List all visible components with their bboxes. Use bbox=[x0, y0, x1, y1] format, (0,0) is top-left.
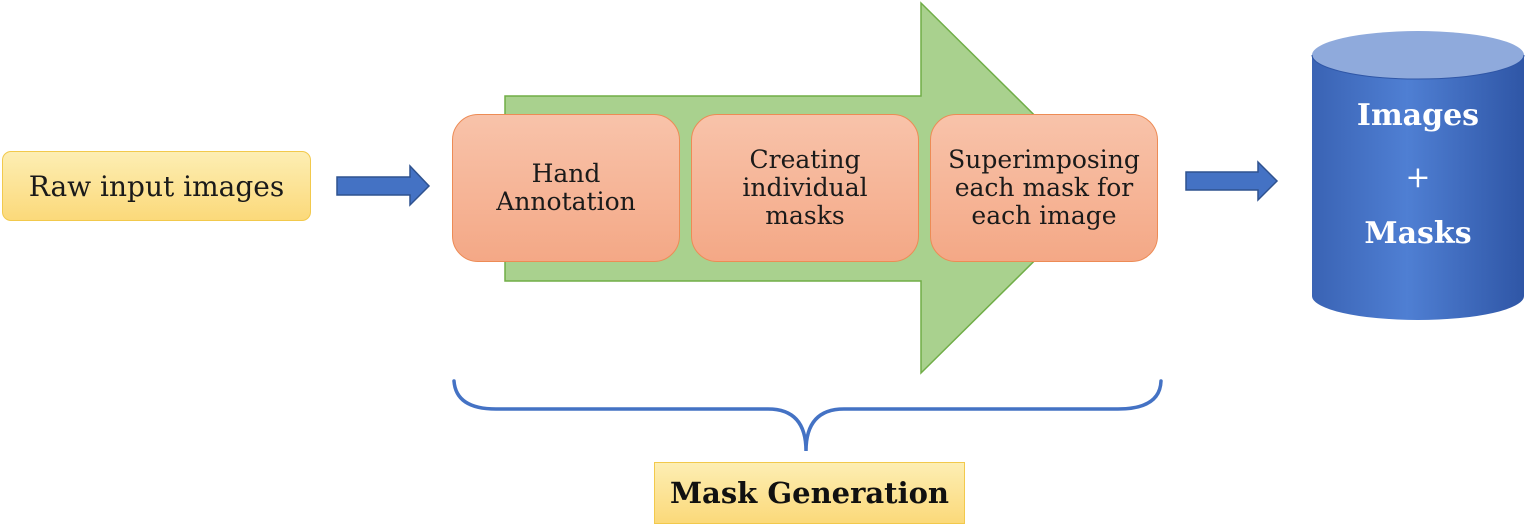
step-label: Hand Annotation bbox=[496, 159, 636, 216]
output-images-label: Images bbox=[1356, 98, 1480, 133]
flow-arrow-icon bbox=[1185, 160, 1279, 202]
output-masks-label: Masks bbox=[1364, 216, 1472, 251]
flow-arrow-icon bbox=[336, 164, 431, 207]
mask-generation-caption-box: Mask Generation bbox=[654, 462, 965, 524]
step-hand-annotation: Hand Annotation bbox=[452, 114, 680, 262]
step-label: Superimposing each mask for each image bbox=[948, 145, 1140, 230]
step-creating-individual-masks: Creating individual masks bbox=[691, 114, 919, 262]
raw-input-images-label: Raw input images bbox=[28, 169, 285, 203]
curly-brace-icon bbox=[452, 379, 1163, 452]
database-cylinder-icon bbox=[1311, 31, 1525, 320]
raw-input-images-box: Raw input images bbox=[2, 151, 311, 221]
step-label: Creating individual masks bbox=[742, 145, 868, 230]
step-superimposing-masks: Superimposing each mask for each image bbox=[930, 114, 1158, 262]
output-plus-label: + bbox=[1405, 160, 1431, 195]
mask-generation-caption: Mask Generation bbox=[669, 476, 950, 510]
